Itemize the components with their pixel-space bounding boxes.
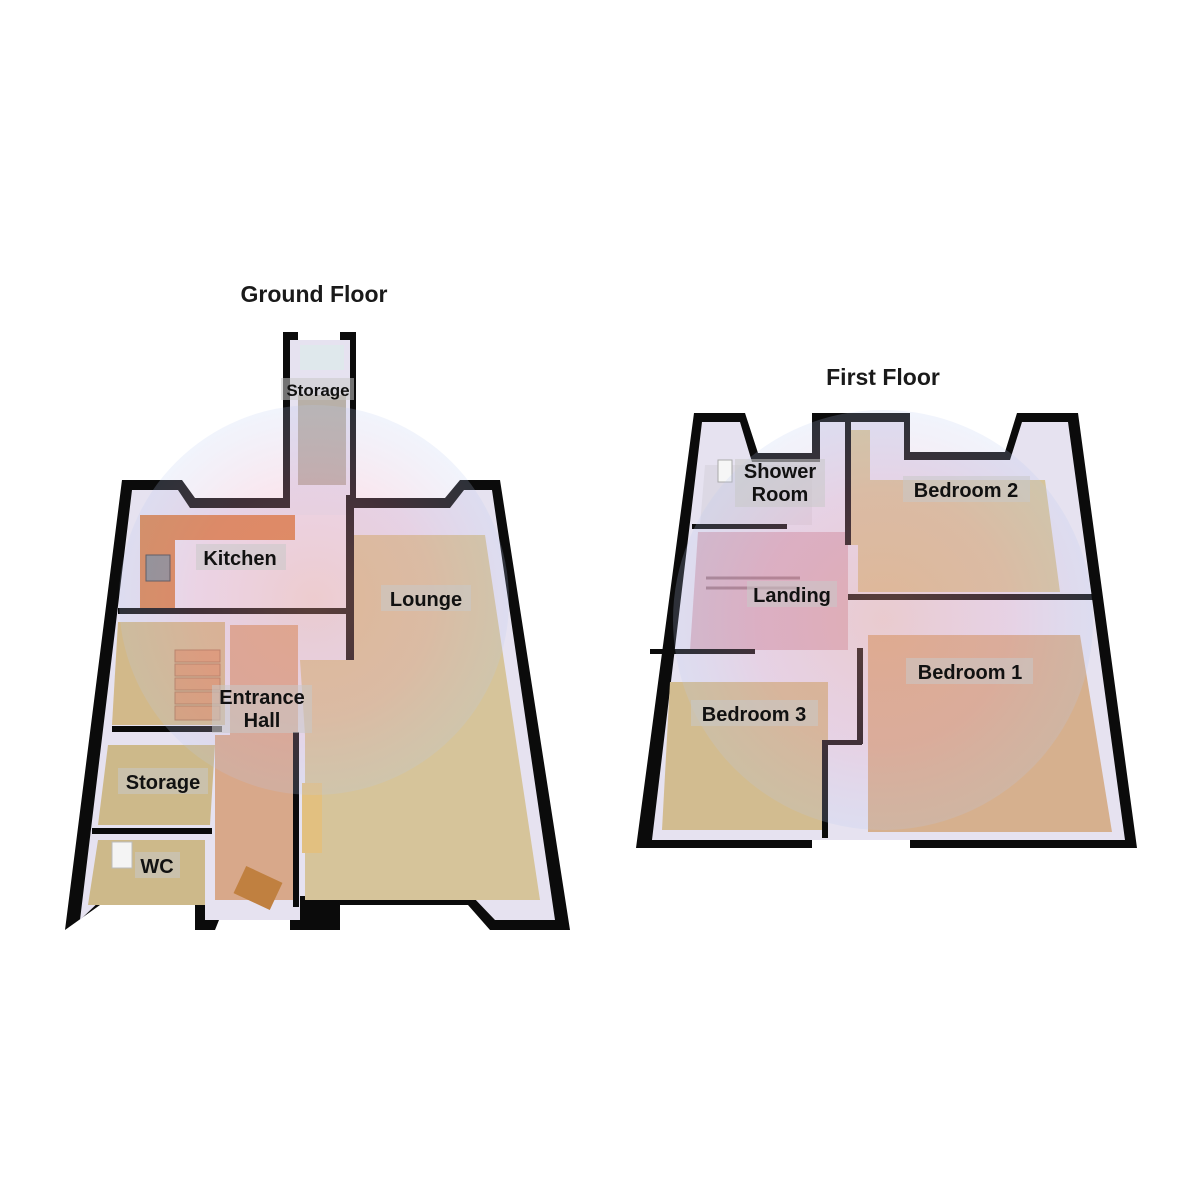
room-label-shower-room-1: Shower xyxy=(744,461,816,483)
wall-hall-lounge xyxy=(293,732,299,907)
room-label-entrance-hall-1: Entrance xyxy=(219,687,305,709)
room-label-bedroom-3: Bedroom 3 xyxy=(702,704,806,726)
ground-floor-title: Ground Floor xyxy=(241,281,388,307)
room-label-kitchen: Kitchen xyxy=(203,548,276,570)
front-door-icon xyxy=(233,865,283,911)
wall-storage-wc xyxy=(92,828,212,834)
storage-top-window xyxy=(300,345,344,370)
room-label-landing: Landing xyxy=(753,585,831,607)
room-label-storage-top: Storage xyxy=(286,381,349,400)
room-label-entrance-hall-2: Hall xyxy=(244,710,281,732)
toilet-icon xyxy=(111,841,133,869)
wall-stairs-storage xyxy=(112,726,222,732)
room-label-storage: Storage xyxy=(126,772,200,794)
room-label-bedroom-2: Bedroom 2 xyxy=(914,480,1018,502)
ground-floor-labels: Storage Kitchen Lounge Entrance Hall Sto… xyxy=(118,378,471,878)
room-label-shower-room-2: Room xyxy=(752,484,809,506)
room-label-wc: WC xyxy=(140,856,173,878)
fireplace-icon xyxy=(302,783,322,853)
first-floor-title: First Floor xyxy=(826,364,940,390)
first-floor-labels: Shower Room Bedroom 2 Landing Bedroom 1 … xyxy=(691,459,1033,726)
room-label-bedroom-1: Bedroom 1 xyxy=(918,662,1022,684)
room-label-lounge: Lounge xyxy=(390,589,462,611)
